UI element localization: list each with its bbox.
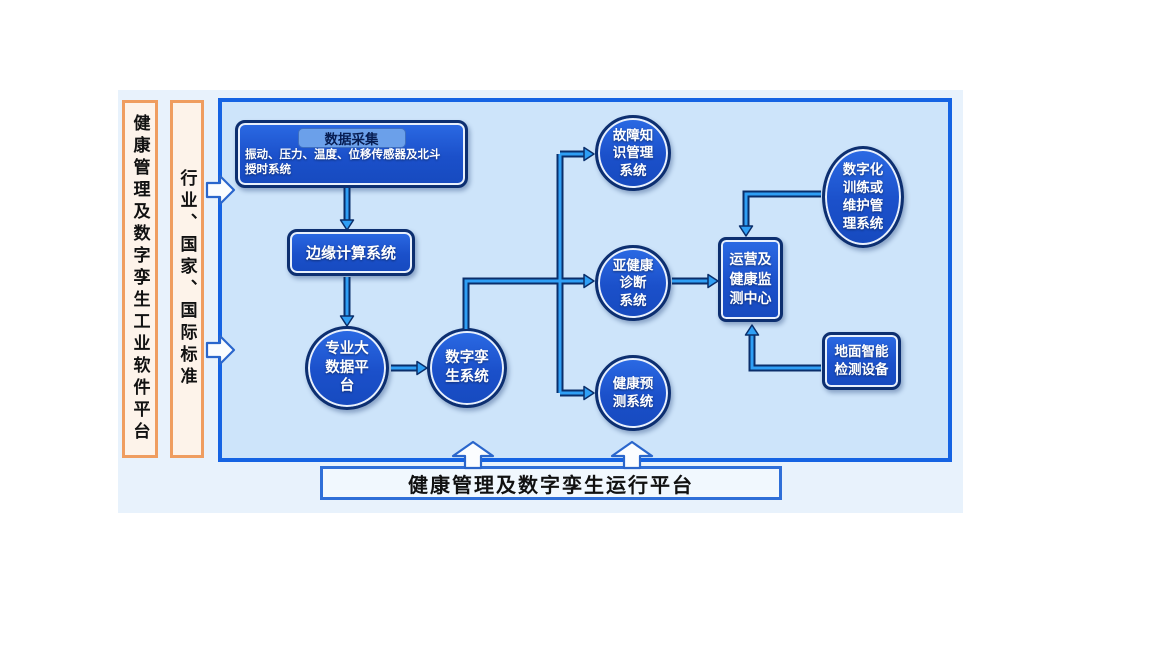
node-digital-training-system: 数字化 训练或 维护管 理系统 — [822, 146, 904, 248]
node-big-data-platform: 专业大 数据平 台 — [305, 326, 389, 410]
operation-monitoring-center-label: 运营及 健康监 测中心 — [729, 251, 772, 307]
ground-detection-equipment-label: 地面智能 检测设备 — [834, 343, 889, 377]
sidebar-standards-label: 行业、国家、国际标准 — [177, 169, 197, 389]
edge-computing-label: 边缘计算系统 — [305, 245, 396, 262]
node-digital-twin-system: 数字孪 生系统 — [427, 328, 507, 408]
sidebar-standards: 行业、国家、国际标准 — [170, 100, 204, 458]
node-subhealth-diagnosis-system: 亚健康 诊断 系统 — [595, 245, 671, 321]
big-data-platform-label: 专业大 数据平 台 — [325, 340, 369, 395]
node-edge-computing: 边缘计算系统 — [287, 229, 415, 276]
data-collection-title-pill: 数据采集 — [297, 128, 406, 148]
node-data-collection: 数据采集 振动、压力、温度、位移传感器及北斗 授时系统 — [235, 120, 468, 188]
fault-knowledge-system-label: 故障知 识管理 系统 — [612, 127, 654, 178]
sidebar-platform-label: 健康管理及数字孪生工业软件平台 — [130, 114, 150, 444]
subhealth-diagnosis-system-label: 亚健康 诊断 系统 — [612, 257, 654, 308]
node-health-prediction-system: 健康预 测系统 — [595, 355, 671, 431]
runtime-platform-bar: 健康管理及数字孪生运行平台 — [320, 466, 782, 500]
digital-twin-system-label: 数字孪 生系统 — [445, 350, 489, 385]
digital-training-system-label: 数字化 训练或 维护管 理系统 — [842, 162, 884, 231]
runtime-platform-label: 健康管理及数字孪生运行平台 — [408, 474, 694, 497]
node-fault-knowledge-system: 故障知 识管理 系统 — [595, 115, 671, 191]
node-operation-monitoring-center: 运营及 健康监 测中心 — [718, 237, 783, 322]
data-collection-sensor-text: 振动、压力、温度、位移传感器及北斗 授时系统 — [245, 149, 441, 177]
health-prediction-system-label: 健康预 测系统 — [612, 376, 654, 409]
node-ground-detection-equipment: 地面智能 检测设备 — [822, 332, 901, 390]
sidebar-platform-title: 健康管理及数字孪生工业软件平台 — [122, 100, 158, 458]
